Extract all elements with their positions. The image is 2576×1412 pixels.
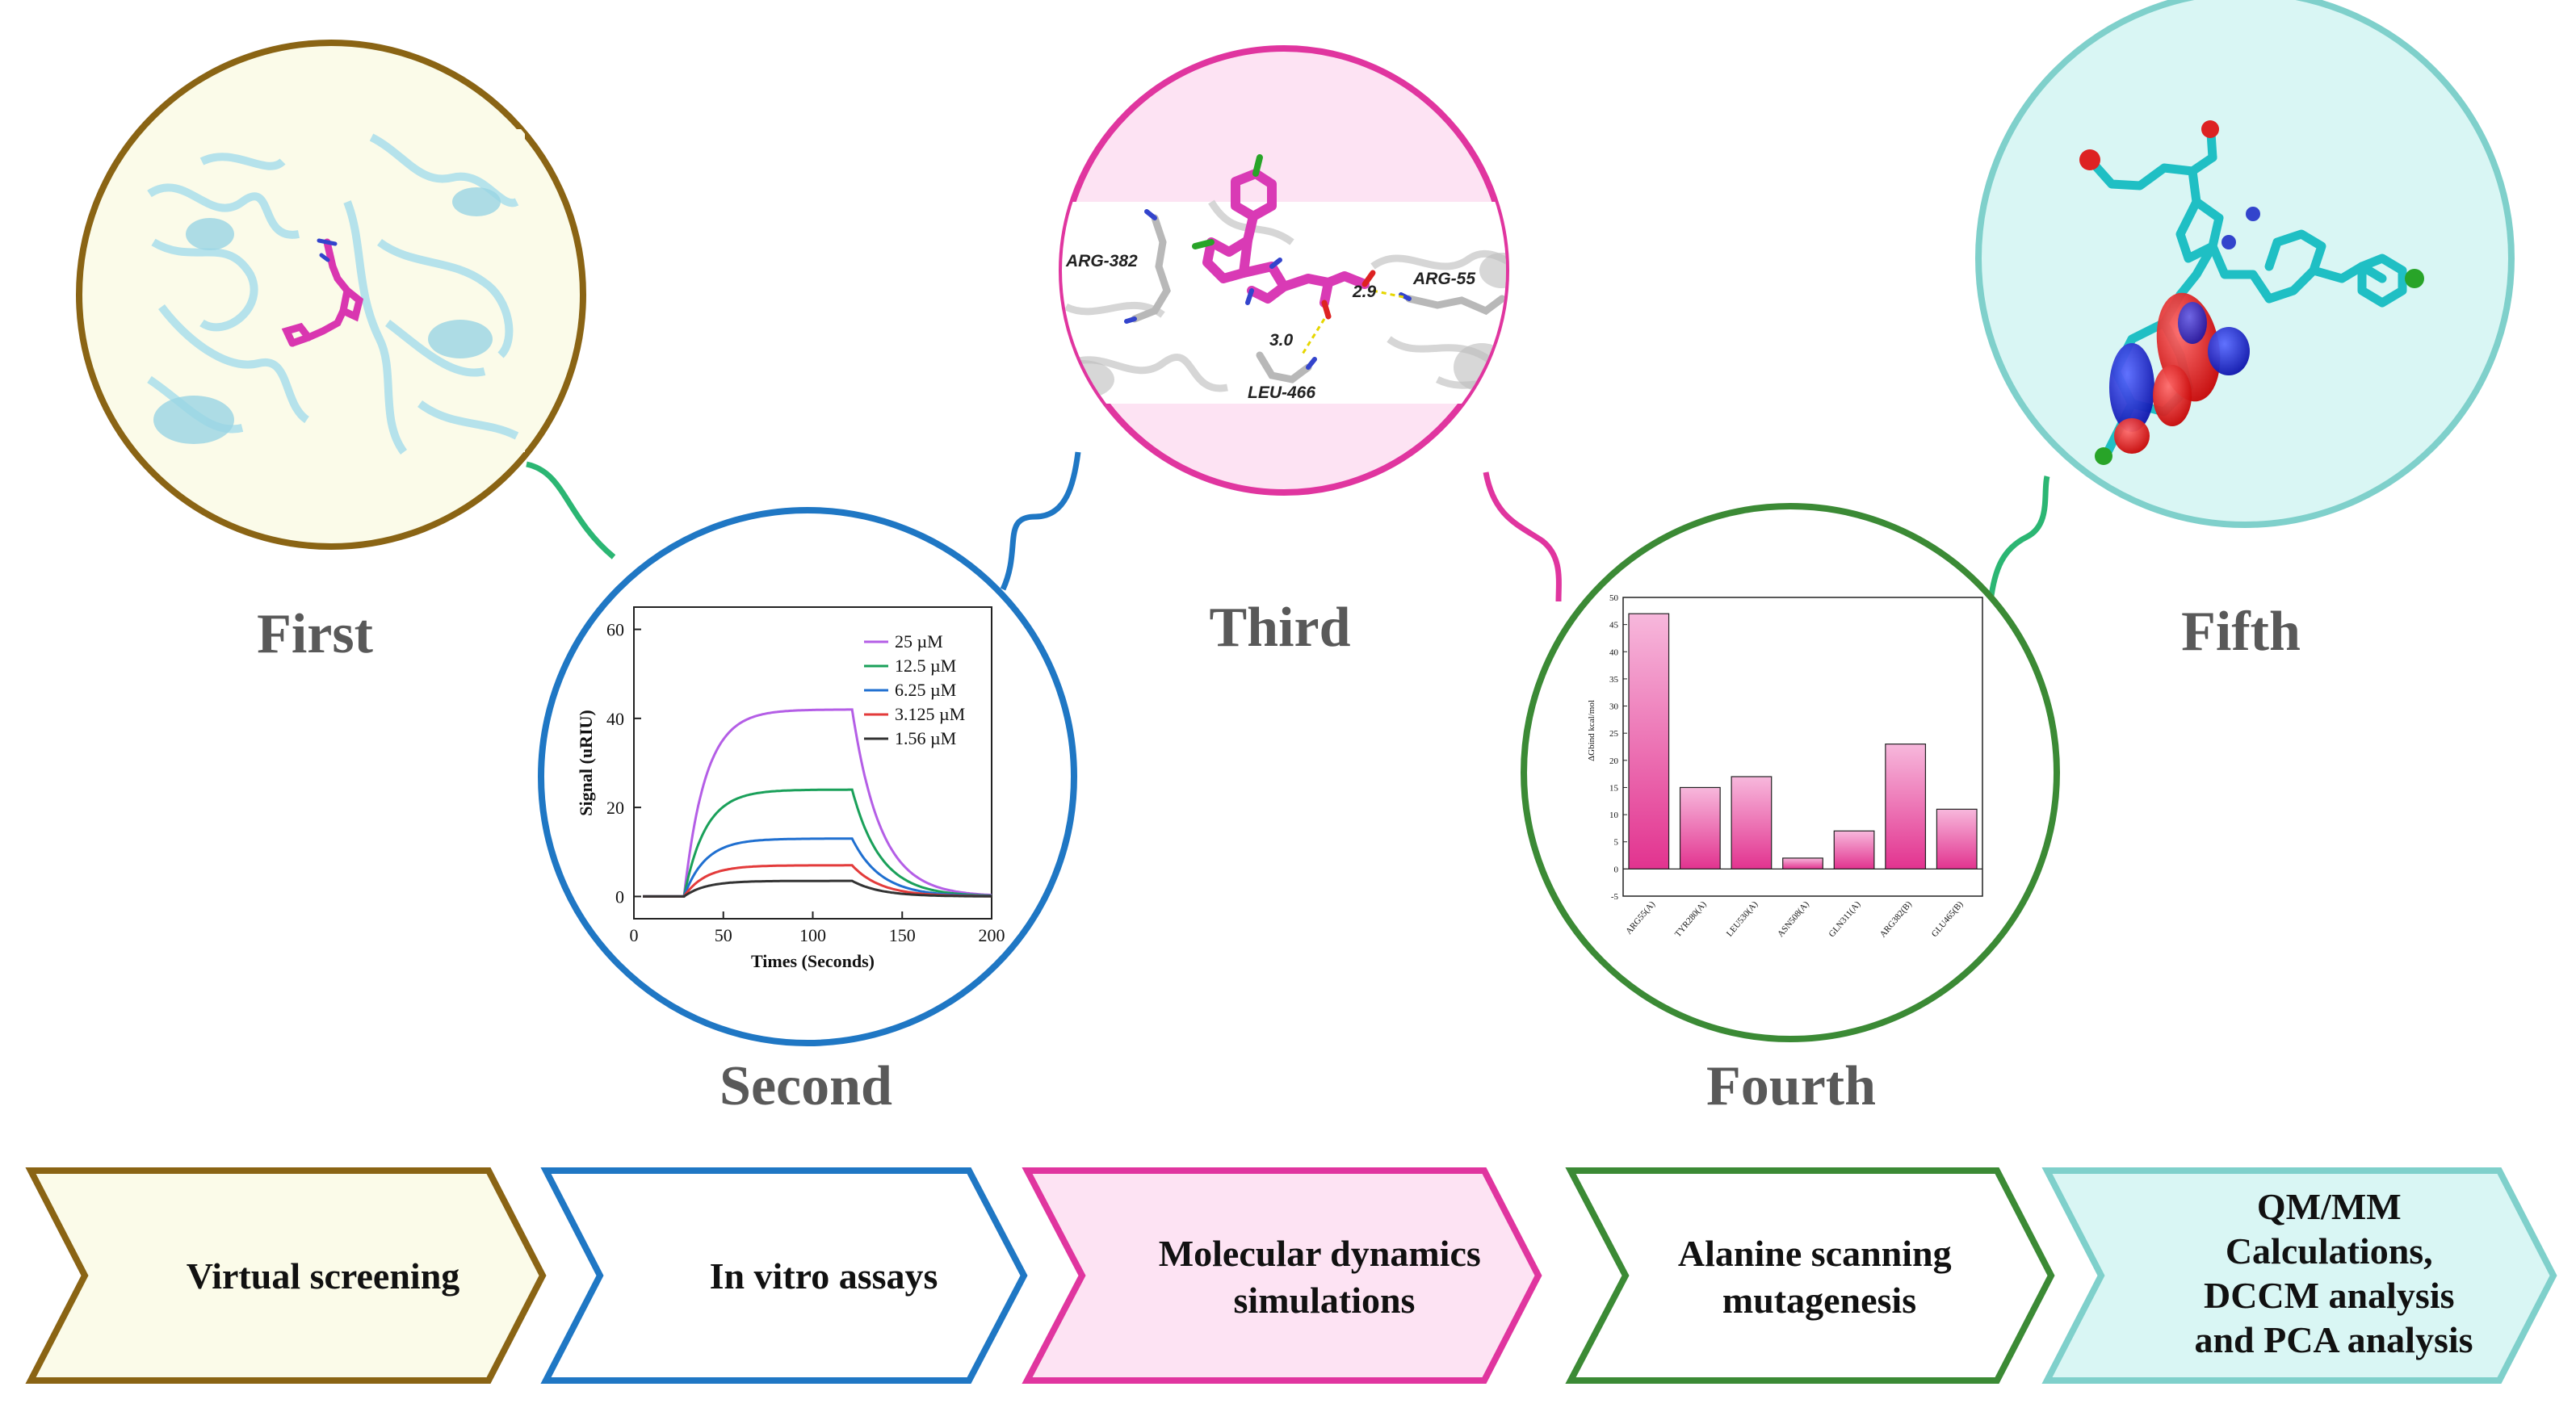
bar-y-tick-label: 35	[1609, 675, 1619, 685]
spr-series-line	[643, 708, 992, 898]
chevron-molecular-dynamics: Molecular dynamics simulations	[1022, 1167, 1542, 1384]
chevron-label-qmmm-line1: QM/MM	[2257, 1186, 2402, 1227]
bar-y-tick-label: 50	[1609, 593, 1619, 603]
bar-y-tick-label: 5	[1614, 838, 1619, 848]
bar-1	[1679, 786, 1721, 869]
chevron-alanine-scanning: Alanine scanning mutagenesis	[1565, 1167, 2055, 1384]
bar-5	[1885, 744, 1927, 869]
spr-x-tick-label: 50	[715, 925, 732, 945]
bar-6	[1936, 808, 1978, 869]
protein-docking-image	[145, 129, 525, 455]
bar-y-tick-label: 15	[1609, 783, 1619, 793]
connector-fourth-fifth	[1987, 476, 2050, 602]
distance-label-3-0: 3.0	[1269, 331, 1294, 350]
chevron-label-virtual-screening: Virtual screening	[187, 1255, 460, 1297]
spr-legend-label: 1.56 µM	[895, 728, 956, 748]
fifth-circle	[1975, 0, 2515, 528]
homo-lumo-orbital-image	[2079, 120, 2424, 465]
bar-plot-frame	[1622, 597, 1983, 897]
spr-series-line	[643, 837, 992, 898]
svg-text:Alanine scanning mutag: Alanine scanning mutagenesis	[1678, 1233, 1961, 1321]
spr-y-tick-label: 20	[606, 798, 624, 818]
connectors	[526, 451, 2050, 602]
chevron-label-md-line2: simulations	[1234, 1280, 1416, 1321]
spr-y-axis-label: Signal (uRIU)	[576, 710, 596, 815]
chevron-label-md-line1: Molecular dynamics	[1159, 1233, 1481, 1274]
bar-y-tick-label: 20	[1609, 756, 1619, 766]
chevron-virtual-screening: Virtual screening	[25, 1167, 547, 1384]
stage-title-third: Third	[1209, 597, 1350, 659]
spr-x-tick-label: 0	[630, 925, 639, 945]
chevron-label-qmmm-line3: DCCM analysis	[2204, 1275, 2455, 1316]
connector-first-second	[526, 461, 616, 559]
spr-x-tick-label: 150	[889, 925, 916, 945]
chevron-qmmm: QM/MM Calculations, DCCM analysis and PC…	[2041, 1167, 2557, 1384]
spr-x-tick-label: 100	[799, 925, 826, 945]
svg-text:Molecular dynamics sim: Molecular dynamics simulations	[1159, 1233, 1491, 1321]
bar-y-tick-label: 25	[1609, 729, 1619, 739]
spr-legend-label: 6.25 µM	[895, 680, 956, 700]
bar-3	[1782, 857, 1823, 869]
spr-series-line	[643, 879, 992, 898]
spr-y-tick-label: 40	[606, 709, 624, 729]
spr-y-tick-label: 60	[606, 620, 624, 640]
bar-y-tick-label: 30	[1609, 702, 1619, 712]
bar-2	[1731, 776, 1773, 869]
spr-legend-label: 25 µM	[895, 631, 943, 652]
svg-text:QM/MM Calculations,: QM/MM Calculations, DCCM analysis and PC…	[2194, 1186, 2473, 1360]
spr-legend-label: 3.125 µM	[895, 704, 965, 724]
bar-y-tick-label: -5	[1611, 892, 1619, 902]
chevron-in-vitro-assays: In vitro assays	[540, 1167, 1028, 1384]
connector-second-third	[1000, 451, 1081, 591]
residue-label-arg382: ARG-382	[1065, 252, 1138, 270]
connector-third-fourth	[1483, 471, 1562, 602]
chevron-label-qmmm-line4: and PCA analysis	[2194, 1319, 2473, 1360]
bar-0	[1628, 613, 1670, 869]
bar-4	[1833, 830, 1875, 869]
second-circle	[538, 507, 1077, 1046]
spr-x-axis-label: Times (Seconds)	[751, 951, 875, 971]
third-circle: ARG-382 ARG-55 LEU-466 2.9 3.0	[1059, 45, 1509, 496]
chevron-label-alanine-line1: Alanine scanning	[1678, 1233, 1952, 1274]
chevron-label-alanine-line2: mutagenesis	[1722, 1280, 1916, 1321]
chevron-label-in-vitro-assays: In vitro assays	[710, 1255, 938, 1297]
bar-y-tick-label: 10	[1609, 811, 1619, 820]
workflow-chevrons: Virtual screening In vitro assays Molecu…	[25, 1167, 2557, 1384]
spr-legend-label: 12.5 µM	[895, 656, 956, 676]
stage-title-fourth: Fourth	[1706, 1055, 1876, 1117]
spr-x-tick-label: 200	[979, 925, 1005, 945]
svg-text:Virtual screening: Virtual screening	[187, 1255, 460, 1297]
distance-label-2-9: 2.9	[1352, 283, 1377, 301]
residue-label-leu466: LEU-466	[1248, 383, 1315, 402]
bar-y-axis-label: ΔGbind kcal/mol	[1587, 700, 1596, 761]
spr-series-line	[643, 788, 992, 898]
spr-y-tick-label: 0	[615, 886, 624, 907]
bar-y-tick-label: 45	[1609, 621, 1619, 631]
svg-text:In vitro assays: In vitro assays	[710, 1255, 938, 1297]
stage-title-first: First	[257, 603, 373, 665]
bar-y-tick-label: 0	[1614, 865, 1619, 874]
stage-title-second: Second	[720, 1055, 892, 1117]
stage-title-fifth: Fifth	[2181, 601, 2301, 663]
chevron-label-qmmm-line2: Calculations,	[2226, 1230, 2433, 1272]
bar-y-tick-label: 40	[1609, 647, 1619, 657]
first-circle	[76, 40, 586, 550]
residue-label-arg55: ARG-55	[1412, 270, 1475, 288]
